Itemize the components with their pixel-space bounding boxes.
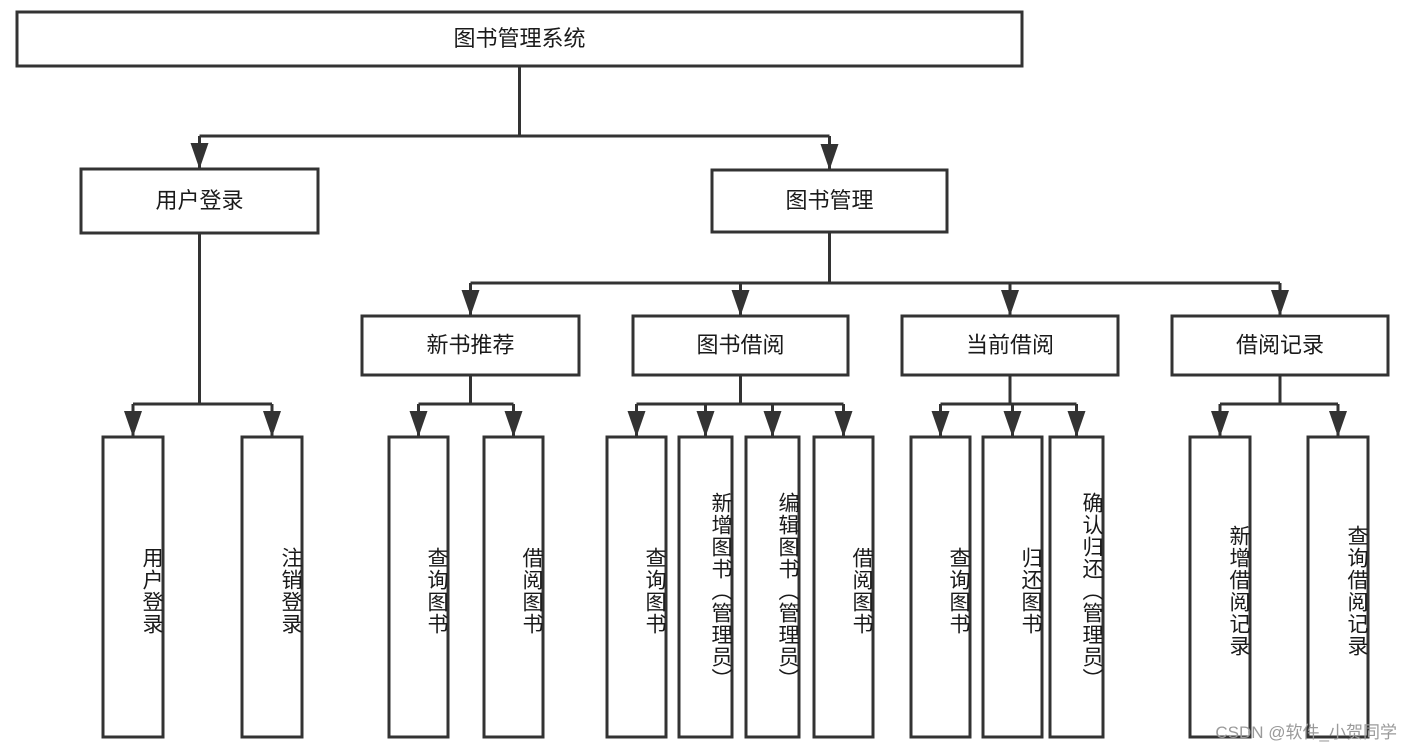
node-box-leaf-user-login[interactable] (101, 435, 165, 739)
node-box-leaf-confirm-return-admin[interactable] (1048, 435, 1105, 739)
arrow-head-icon (1271, 290, 1289, 316)
node-box-leaf-query-book-cur[interactable] (909, 435, 972, 739)
node-box-leaf-add-borrow-record[interactable] (1188, 435, 1252, 739)
arrow-head-icon (931, 411, 950, 437)
arrow-head-icon (461, 290, 480, 316)
node-box-leaf-borrow-book-rec[interactable] (482, 435, 545, 739)
arrow-head-icon (834, 411, 853, 437)
arrow-head-icon (1067, 411, 1086, 437)
node-box-leaf-query-book-borrow[interactable] (605, 435, 668, 739)
arrow-head-icon (763, 411, 782, 437)
arrow-head-icon (820, 144, 839, 170)
arrow-head-icon (263, 411, 281, 437)
node-box-current-borrow[interactable] (900, 314, 1120, 377)
arrow-head-icon (124, 411, 142, 437)
node-box-leaf-return-book[interactable] (981, 435, 1044, 739)
node-label-root: 图书管理系统 (453, 26, 585, 51)
node-label-user-login: 用户登录 (155, 188, 243, 213)
node-label-book-manage: 图书管理 (785, 188, 873, 213)
arrow-head-icon (627, 411, 646, 437)
arrow-head-icon (190, 143, 209, 169)
node-label-book-borrow: 图书借阅 (696, 332, 784, 357)
node-box-book-manage[interactable] (710, 168, 949, 234)
node-box-leaf-user-logout[interactable] (240, 435, 304, 739)
node-box-leaf-borrow-book[interactable] (812, 435, 875, 739)
watermark: CSDN @软件_小贺同学 (1215, 723, 1397, 742)
arrow-head-icon (696, 411, 715, 437)
node-box-leaf-query-borrow-record[interactable] (1306, 435, 1370, 739)
arrow-head-icon (504, 411, 523, 437)
node-box-book-borrow[interactable] (631, 314, 850, 377)
node-box-borrow-record[interactable] (1170, 314, 1390, 377)
node-box-leaf-add-book-admin[interactable] (677, 435, 734, 739)
box-layer (15, 10, 1390, 739)
node-box-leaf-query-book-rec[interactable] (387, 435, 450, 739)
node-box-new-book-rec[interactable] (360, 314, 581, 377)
node-label-current-borrow: 当前借阅 (966, 332, 1054, 357)
connector-layer (124, 66, 1347, 437)
node-box-root[interactable] (15, 10, 1024, 68)
node-label-borrow-record: 借阅记录 (1236, 332, 1324, 357)
node-box-leaf-edit-book-admin[interactable] (744, 435, 801, 739)
arrow-head-icon (1001, 290, 1019, 316)
node-box-user-login[interactable] (79, 167, 320, 235)
arrow-head-icon (1003, 411, 1022, 437)
arrow-head-icon (731, 290, 750, 316)
arrow-head-icon (409, 411, 428, 437)
arrow-head-icon (1211, 411, 1229, 437)
node-label-new-book-rec: 新书推荐 (426, 332, 514, 357)
arrow-head-icon (1329, 411, 1347, 437)
